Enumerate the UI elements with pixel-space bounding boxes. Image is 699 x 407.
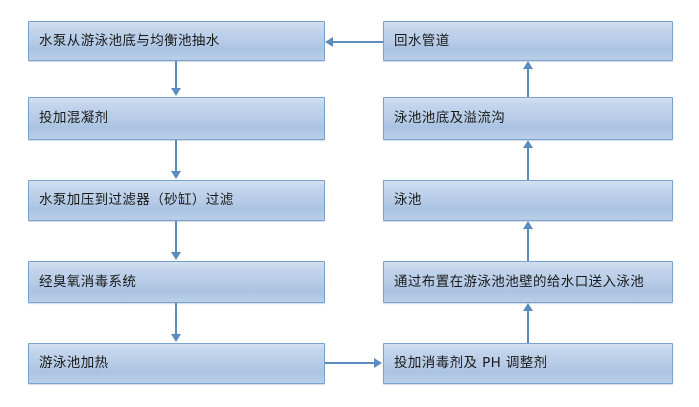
arrow-up-icon	[523, 61, 533, 69]
arrow-down-icon	[171, 88, 181, 96]
connector-line	[325, 362, 375, 364]
connector-line	[175, 140, 177, 172]
connector-line	[527, 69, 529, 97]
node-label: 泳池	[394, 192, 422, 209]
process-node-sand-filter[interactable]: 水泵加压到过滤器（砂缸）过滤	[28, 180, 325, 221]
process-node-wall-inlet-supply[interactable]: 通过布置在游泳池池壁的给水口送入泳池	[383, 261, 673, 303]
node-label: 通过布置在游泳池池壁的给水口送入泳池	[394, 273, 645, 290]
arrow-down-icon	[171, 171, 181, 179]
connector-line	[175, 221, 177, 253]
connector-line	[527, 229, 529, 261]
node-label: 回水管道	[394, 32, 450, 49]
process-node-pump-from-pool[interactable]: 水泵从游泳池底与均衡池抽水	[28, 21, 325, 61]
arrow-right-icon	[374, 358, 382, 368]
node-label: 水泵从游泳池底与均衡池抽水	[39, 32, 220, 49]
process-node-swimming-pool[interactable]: 泳池	[383, 180, 673, 221]
node-label: 泳池池底及溢流沟	[394, 110, 506, 127]
arrow-up-icon	[523, 140, 533, 148]
process-node-pool-bottom-overflow[interactable]: 泳池池底及溢流沟	[383, 97, 673, 140]
process-node-ozone-disinfection[interactable]: 经臭氧消毒系统	[28, 261, 325, 303]
process-node-add-disinfectant-ph[interactable]: 投加消毒剂及 PH 调整剂	[383, 343, 673, 384]
node-label: 游泳池加热	[39, 355, 109, 372]
arrow-down-icon	[171, 334, 181, 342]
connector-line	[175, 303, 177, 335]
process-node-return-pipe[interactable]: 回水管道	[383, 21, 673, 61]
connector-line	[527, 311, 529, 343]
process-node-pool-heating[interactable]: 游泳池加热	[28, 343, 325, 384]
arrow-up-icon	[523, 303, 533, 311]
connector-line	[333, 41, 383, 43]
node-label: 经臭氧消毒系统	[39, 273, 137, 290]
arrow-up-icon	[523, 221, 533, 229]
node-label: 水泵加压到过滤器（砂缸）过滤	[39, 192, 234, 209]
arrow-left-icon	[325, 37, 333, 47]
process-node-add-coagulant[interactable]: 投加混凝剂	[28, 97, 325, 140]
node-label: 投加消毒剂及 PH 调整剂	[394, 355, 548, 372]
arrow-down-icon	[171, 252, 181, 260]
connector-line	[527, 148, 529, 180]
node-label: 投加混凝剂	[39, 110, 109, 127]
connector-line	[175, 61, 177, 89]
